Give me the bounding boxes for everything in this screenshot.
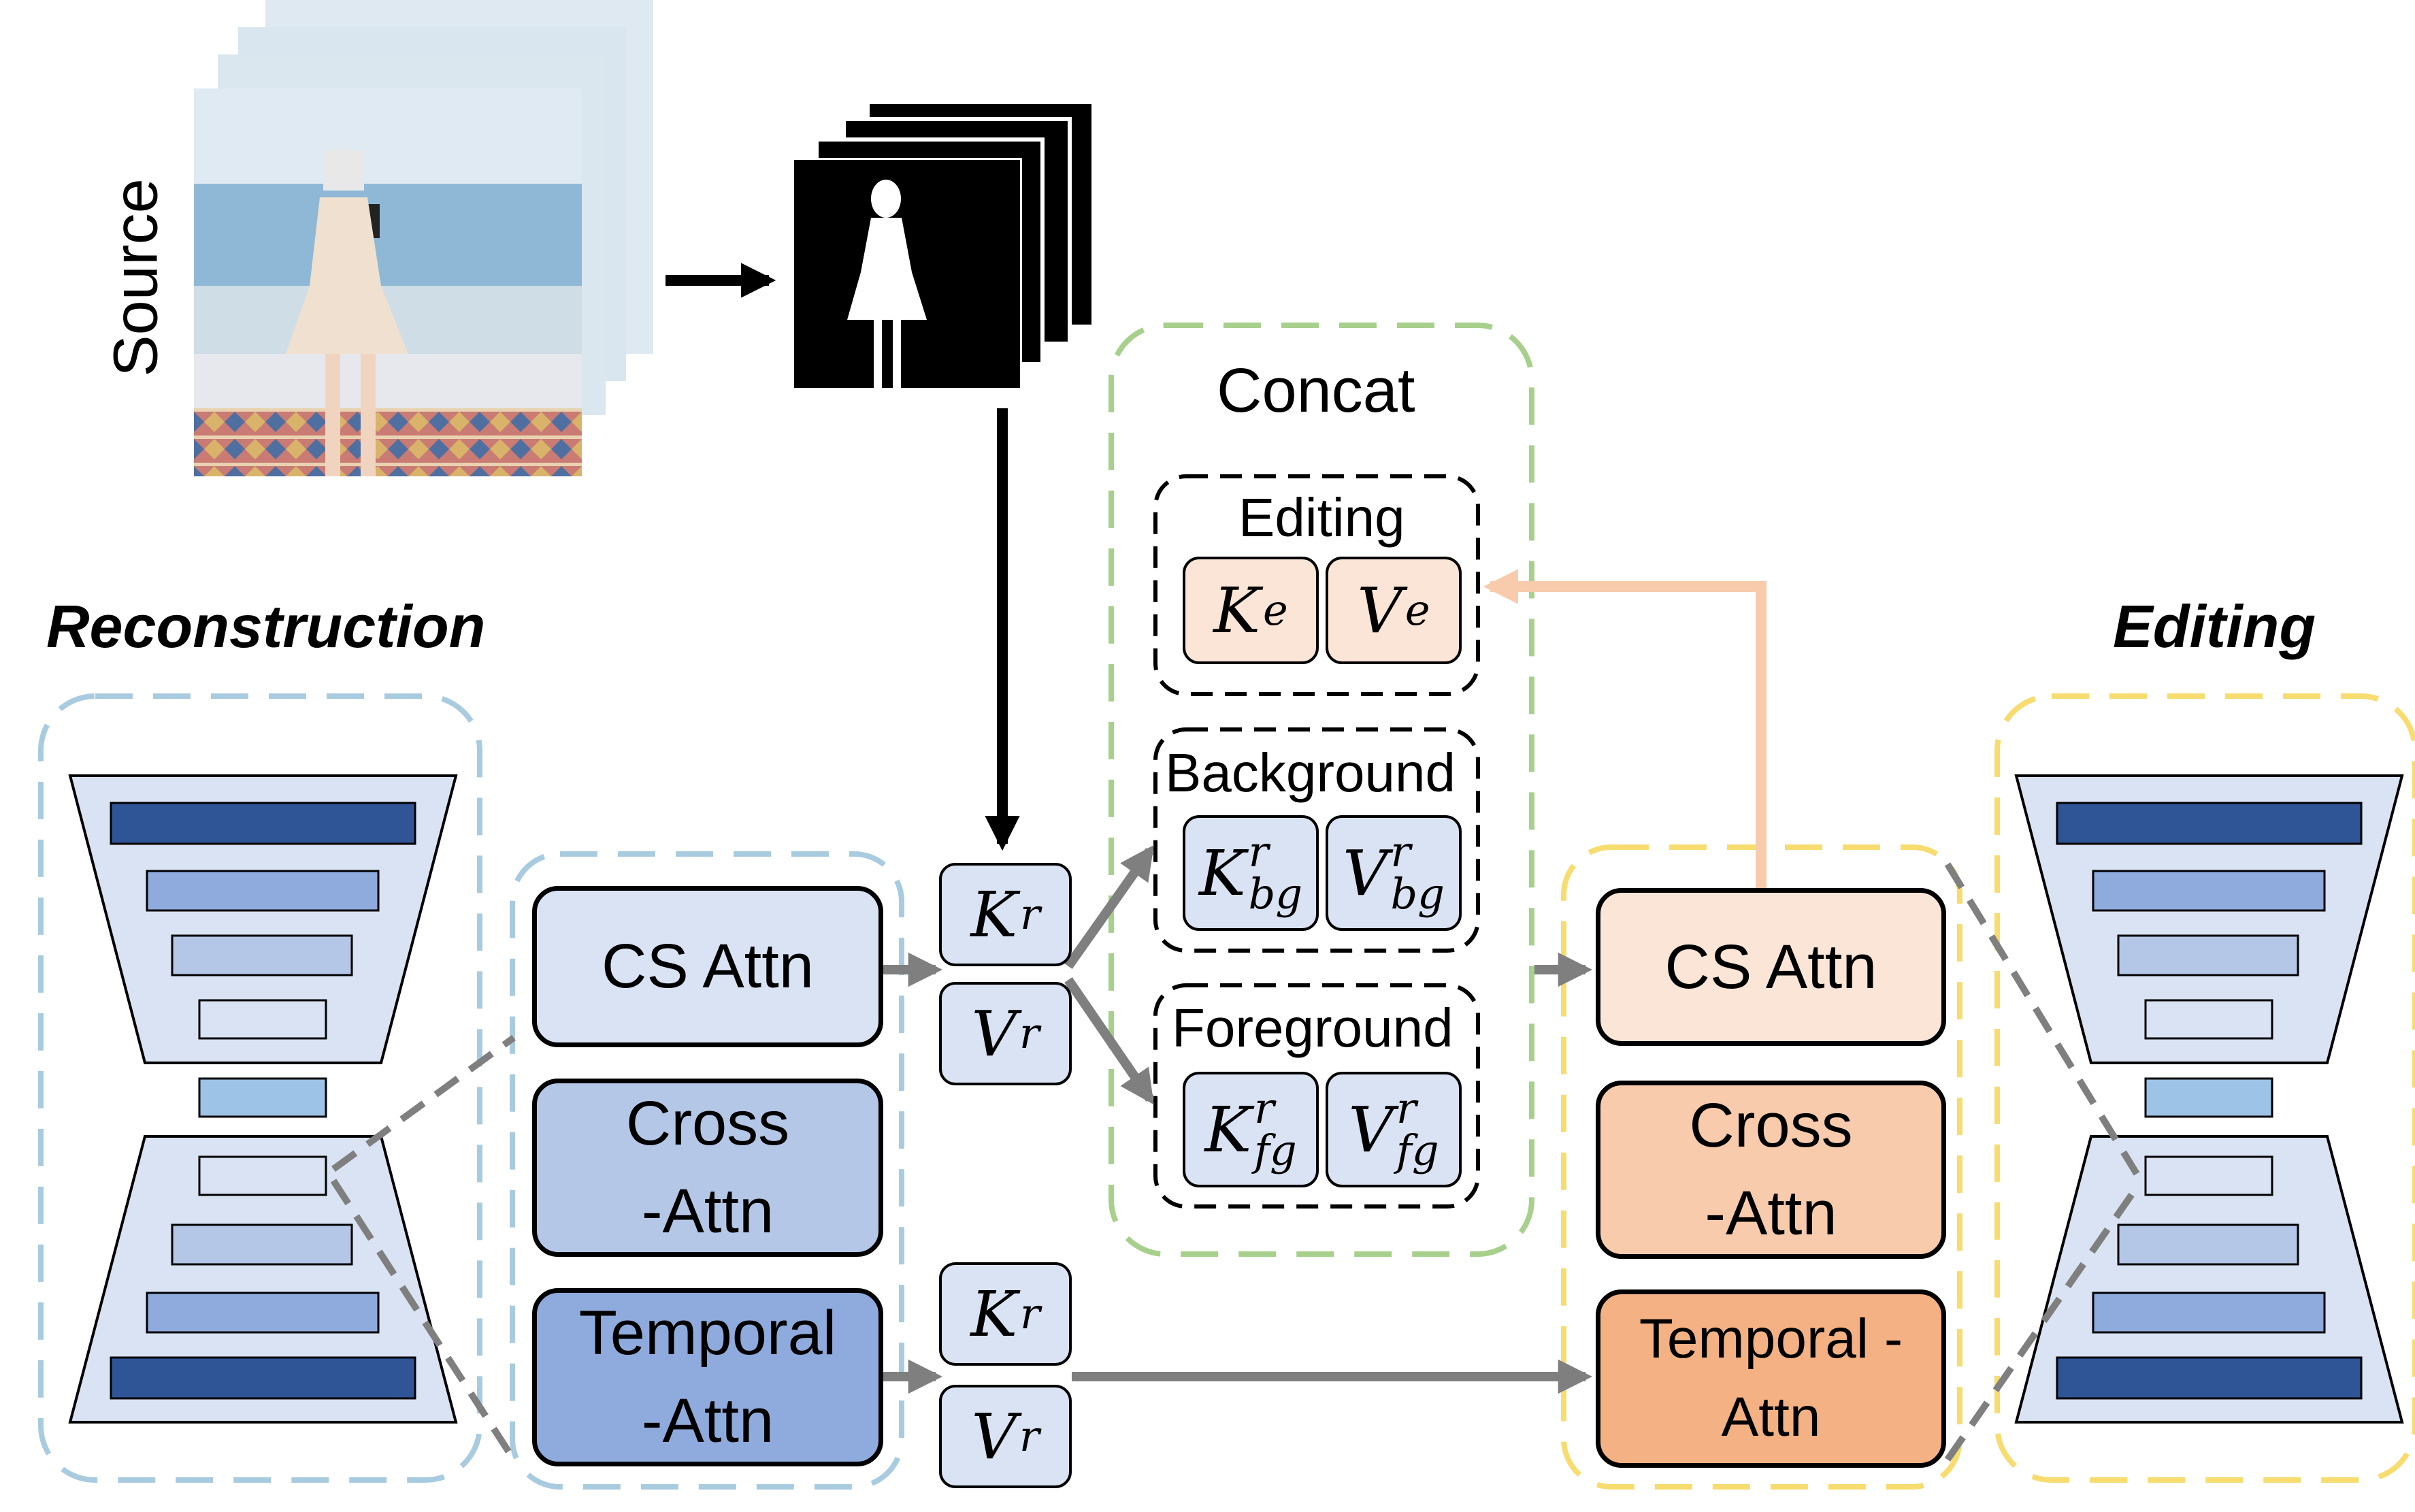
foreground-group-label: Foreground: [1172, 998, 1453, 1058]
unet-bar: [198, 999, 327, 1040]
recon-cross-attn-block: Cross -Attn: [532, 1079, 883, 1257]
editing-group-label: Editing: [1238, 487, 1405, 548]
kr-to-background-arrow: [1064, 844, 1154, 970]
editing-unet-group: [1994, 693, 2415, 1483]
unet-bar: [171, 1223, 353, 1266]
unet-encoder: [68, 774, 458, 1064]
unet-bar: [146, 870, 380, 912]
unet-bar: [110, 802, 416, 845]
unet-bar: [2117, 934, 2299, 976]
unet-bar: [2056, 1356, 2363, 1400]
mask-frame-stack: [792, 100, 1096, 390]
source-image: [194, 88, 582, 476]
recon-temporal-attn-block: Temporal -Attn: [532, 1288, 883, 1466]
unet-bar: [2092, 870, 2326, 912]
zoom-connector: [330, 1179, 517, 1462]
unet-bar: [2144, 1155, 2273, 1196]
unet-middle-block: [2144, 1077, 2273, 1118]
unet-bar: [2117, 1223, 2299, 1266]
unet-bar: [146, 1292, 380, 1334]
unet-bar: [2056, 802, 2363, 845]
reconstruction-unet: [68, 774, 458, 1424]
unet-middle-block: [198, 1077, 327, 1118]
editing-unet: [2014, 774, 2404, 1424]
zoom-connector: [331, 1034, 516, 1172]
reconstruction-blocks-group: [510, 851, 904, 1490]
unet-bar: [110, 1356, 416, 1400]
edit-temporal-attn-block: Temporal - Attn: [1596, 1289, 1946, 1468]
unet-bar: [198, 1155, 327, 1196]
unet-decoder: [2014, 1135, 2404, 1424]
editing-kv-subgroup: [1153, 474, 1480, 696]
zoom-connector: [1944, 862, 2140, 1176]
unet-bar: [2092, 1292, 2326, 1334]
vr-to-foreground-arrow: [1064, 977, 1154, 1105]
concat-group: [1108, 323, 1534, 1257]
reconstruction-unet-group: [38, 693, 482, 1483]
mask-image: [794, 160, 1020, 388]
editing-title: Editing: [2113, 593, 2316, 660]
background-group-label: Background: [1165, 742, 1456, 803]
unet-decoder: [68, 1135, 458, 1424]
unet-bar: [2144, 999, 2273, 1040]
zoom-connector: [1944, 1185, 2140, 1462]
unet-bar: [171, 934, 353, 976]
reconstruction-title: Reconstruction: [46, 593, 486, 660]
concat-label: Concat: [1217, 356, 1415, 425]
edit-cross-attn-block: Cross -Attn: [1596, 1081, 1946, 1259]
foreground-kv-subgroup: [1153, 983, 1480, 1209]
edit-cs-attn-block: CS Attn: [1596, 888, 1946, 1046]
source-frame-stack: [194, 0, 653, 476]
recon-cs-attn-block: CS Attn: [532, 886, 883, 1047]
unet-encoder: [2014, 774, 2404, 1064]
source-label: Source: [101, 178, 171, 377]
edit-cs-attn-to-editing-kv-arrow: [1483, 569, 1767, 888]
background-kv-subgroup: [1153, 727, 1480, 953]
